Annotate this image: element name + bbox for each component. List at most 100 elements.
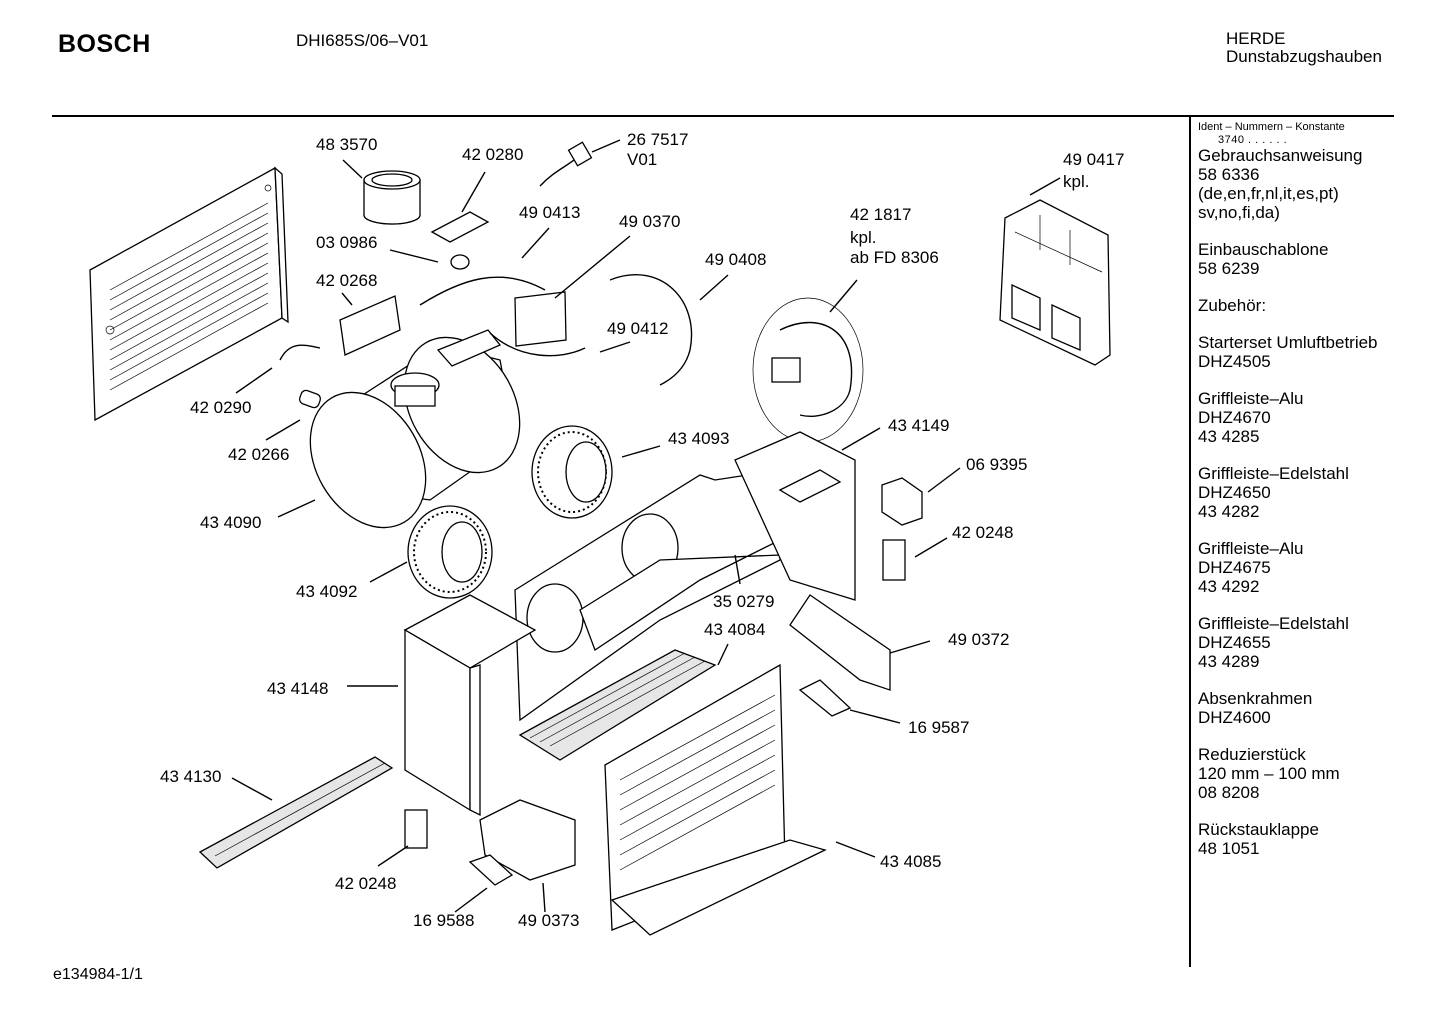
sidebar-item-line: Griffleiste–Alu: [1198, 539, 1304, 558]
part-label: 43 4093: [668, 429, 729, 448]
sidebar-item-line: 43 4292: [1198, 577, 1260, 596]
part-label: 43 4090: [200, 513, 261, 532]
handle-strip-drawing: [198, 756, 394, 869]
part-label: 42 0280: [462, 145, 523, 164]
sidebar-item-line: 08 8208: [1198, 783, 1260, 802]
sidebar-item-line: 58 6336: [1198, 165, 1260, 184]
part-label: 43 4092: [296, 582, 357, 601]
part-label: 43 4149: [888, 416, 949, 435]
sidebar-item-line: (de,en,fr,nl,it,es,pt): [1198, 184, 1339, 203]
sidebar-item-line: Griffleiste–Edelstahl: [1198, 614, 1349, 633]
control-board-drawing: [430, 211, 490, 243]
part-label: 48 3570: [316, 135, 377, 154]
part-label: 42 0268: [316, 271, 377, 290]
lamp-socket-drawing: [479, 799, 576, 881]
sidebar-item-line: DHZ4655: [1198, 633, 1271, 652]
switch-board-drawing: [339, 295, 401, 356]
sidebar-item-line: 43 4285: [1198, 427, 1260, 446]
sidebar-item-line: Zubehör:: [1198, 296, 1267, 315]
side-bracket-drawing: [734, 431, 856, 601]
lamp-housing-drawing: [789, 594, 891, 691]
part-label: 49 0370: [619, 212, 680, 231]
sidebar-item-line: DHZ4670: [1198, 408, 1271, 427]
sidebar-item-line: Reduzierstück: [1198, 745, 1306, 764]
part-label: 43 4130: [160, 767, 221, 786]
ident-label: Ident – Nummern – Konstante: [1198, 121, 1345, 133]
fan-wheel-right-drawing: [531, 425, 613, 519]
front-panel-drawing: [604, 663, 827, 936]
switch-left-drawing: [404, 809, 428, 849]
back-panel-drawing: [89, 166, 289, 422]
part-label: 49 0412: [607, 319, 668, 338]
sidebar-item-line: 43 4282: [1198, 502, 1260, 521]
sidebar-item-line: Einbauschablone: [1198, 240, 1329, 259]
switch-right-drawing: [882, 539, 906, 581]
ident-value: 3740 . . . . . .: [1218, 134, 1288, 146]
category-line-1: HERDE: [1226, 29, 1286, 48]
sidebar-item: Zubehör:: [1198, 296, 1438, 315]
part-label: 43 4084: [704, 620, 765, 639]
connector-drawing: [450, 254, 470, 270]
sidebar-item-line: Griffleiste–Alu: [1198, 389, 1304, 408]
part-label: 03 0986: [316, 233, 377, 252]
sidebar-item-line: 43 4289: [1198, 652, 1260, 671]
model-number: DHI685S/06–V01: [296, 31, 429, 50]
holder-right-drawing: [798, 679, 852, 717]
sidebar-item-line: DHZ4675: [1198, 558, 1271, 577]
sidebar-item-line: DHZ4505: [1198, 352, 1271, 371]
sidebar-item-line: Gebrauchsanweisung: [1198, 146, 1363, 165]
part-label: 16 9587: [908, 718, 969, 737]
part-label: 26 7517: [627, 130, 688, 149]
clip-drawing: [881, 477, 923, 526]
part-label: 49 0373: [518, 911, 579, 930]
power-plug-drawing: [539, 141, 593, 187]
adapter-ring-drawing: [363, 170, 421, 225]
part-label: 43 4085: [880, 852, 941, 871]
header-divider: [52, 115, 1394, 117]
part-label: 49 0408: [705, 250, 766, 269]
holder-bottom-drawing: [468, 854, 514, 886]
sidebar-item-line: Griffleiste–Edelstahl: [1198, 464, 1349, 483]
sidebar-item-line: 58 6239: [1198, 259, 1260, 278]
part-label: 42 1817: [850, 205, 911, 224]
capacitor-drawing: [298, 389, 322, 409]
part-label: 42 0290: [190, 398, 251, 417]
fan-housing-drawing: [309, 329, 521, 529]
cable-long-drawing: [609, 274, 693, 386]
sidebar-item-line: DHZ4600: [1198, 708, 1271, 727]
category: HERDE Dunstabzugshauben: [1226, 30, 1382, 66]
cable-short-drawing: [489, 332, 586, 357]
sidebar-item-line: Starterset Umluftbetrieb: [1198, 333, 1378, 352]
part-label: kpl.: [1063, 172, 1089, 191]
sidebar-item-line: 48 1051: [1198, 839, 1260, 858]
part-label: 06 9395: [966, 455, 1027, 474]
sidebar-item-line: Rückstauklappe: [1198, 820, 1319, 839]
front-duct-drawing: [514, 469, 781, 722]
part-label: 49 0413: [519, 203, 580, 222]
cable-harness-drawing: [419, 276, 546, 306]
leader-lines: [231, 139, 1061, 913]
part-label: 16 9588: [413, 911, 474, 930]
part-label: kpl.: [850, 228, 876, 247]
part-label: 49 0417: [1063, 150, 1124, 169]
part-label: V01: [627, 150, 657, 169]
sidebar-item-line: DHZ4650: [1198, 483, 1271, 502]
sidebar-item-line: Absenkrahmen: [1198, 689, 1313, 708]
part-label: 42 0248: [952, 523, 1013, 542]
grease-filter-drawing: [518, 649, 717, 761]
part-label: 49 0372: [948, 630, 1009, 649]
part-label: 42 0266: [228, 445, 289, 464]
part-label: 42 0248: [335, 874, 396, 893]
sidebar-item-line: 120 mm – 100 mm: [1198, 764, 1340, 783]
